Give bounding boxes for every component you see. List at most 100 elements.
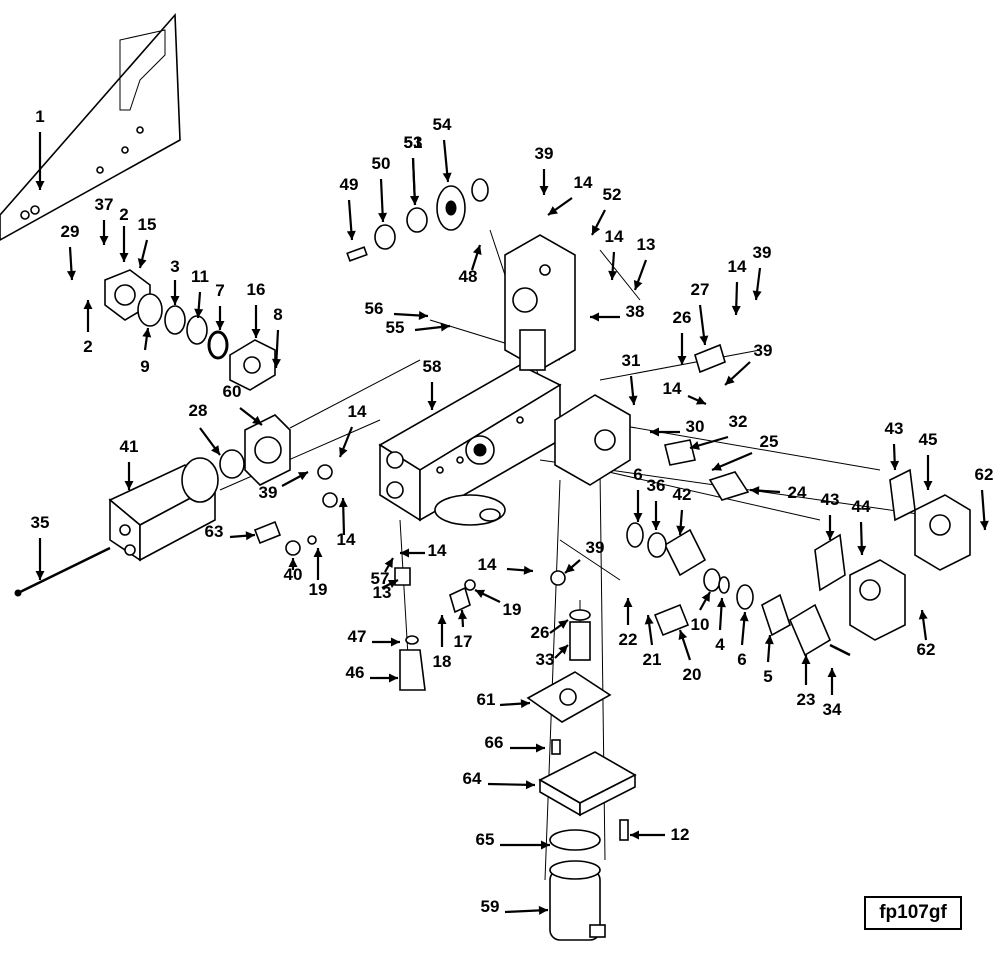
fitting-17 xyxy=(449,586,471,614)
callout-arrowhead xyxy=(857,545,867,555)
callout-25: 25 xyxy=(711,432,778,472)
callout-number: 14 xyxy=(728,257,747,276)
callout-number: 47 xyxy=(348,627,367,646)
callout-number: 45 xyxy=(919,430,938,449)
callout-number: 57 xyxy=(371,569,390,588)
callout-number: 63 xyxy=(205,522,224,541)
callout-arrowhead xyxy=(297,472,308,481)
callout-number: 8 xyxy=(273,305,282,324)
fitting-27 xyxy=(694,343,726,374)
callout-number: 26 xyxy=(673,308,692,327)
callout-number: 15 xyxy=(138,215,157,234)
callout-arrowhead xyxy=(346,230,356,240)
callout-arrowhead xyxy=(608,270,618,280)
callout-number: 6 xyxy=(737,650,746,669)
fitting-63 xyxy=(253,520,282,545)
parts-drawing xyxy=(0,12,971,941)
callout-arrowhead xyxy=(35,571,45,580)
callout-arrowhead xyxy=(194,308,204,318)
callout-number: 14 xyxy=(574,173,593,192)
callout-arrowhead xyxy=(539,186,549,195)
callout-number: 14 xyxy=(605,227,624,246)
callout-number: 26 xyxy=(531,623,550,642)
callout-44: 44 xyxy=(852,497,871,556)
callout-5: 5 xyxy=(763,634,774,686)
callout-39: 39 xyxy=(535,144,553,195)
callout-number: 39 xyxy=(754,341,773,360)
plug-39-b xyxy=(322,492,338,508)
valve-44 xyxy=(849,559,906,641)
callout-14: 14 xyxy=(663,379,707,406)
callout-number: 39 xyxy=(259,483,278,502)
gasket-plate-1 xyxy=(0,12,181,241)
callout-number: 27 xyxy=(691,280,710,299)
callout-arrowhead xyxy=(472,245,482,255)
callout-arrowhead xyxy=(66,270,76,280)
cylinder-33 xyxy=(569,621,591,661)
callout-15: 15 xyxy=(138,215,157,269)
manifold-body-58 xyxy=(378,364,562,522)
callout-2: 2 xyxy=(83,300,93,356)
callout-number: 37 xyxy=(95,195,114,214)
callout-number: 36 xyxy=(647,476,666,495)
callout-19: 19 xyxy=(474,589,521,619)
callout-number: 46 xyxy=(346,663,365,682)
callout-arrowhead xyxy=(83,300,93,309)
callout-49: 49 xyxy=(340,175,359,241)
fitting-13-lower xyxy=(394,567,411,586)
callout-number: 66 xyxy=(485,733,504,752)
callout-60: 60 xyxy=(223,382,263,426)
callout-number: 59 xyxy=(481,897,500,916)
callout-40: 40 xyxy=(284,558,303,584)
callout-48: 48 xyxy=(459,244,482,286)
callout-59: 59 xyxy=(481,897,549,916)
plate-43-upper xyxy=(889,468,916,522)
plug-39-a xyxy=(317,464,333,480)
callout-arrowhead xyxy=(410,195,420,205)
callout-21: 21 xyxy=(643,614,661,669)
callout-arrowhead xyxy=(525,780,535,790)
callout-arrowhead xyxy=(124,481,134,490)
plate-43-lower xyxy=(814,533,846,592)
callout-arrowhead xyxy=(651,521,661,530)
callout-46: 46 xyxy=(346,663,398,683)
callout-14: 14 xyxy=(337,497,356,549)
callout-arrowhead xyxy=(725,375,735,385)
callout-number: 13 xyxy=(373,583,392,602)
callout-arrowhead xyxy=(633,513,643,522)
callout-14: 14 xyxy=(478,555,534,575)
block-64-front xyxy=(579,773,636,817)
callout-arrowhead xyxy=(400,548,409,558)
o-ring-6-upper xyxy=(626,522,644,548)
callout-9: 9 xyxy=(140,327,152,376)
callout-52: 52 xyxy=(591,185,621,236)
callout-33: 33 xyxy=(536,644,569,669)
callout-number: 14 xyxy=(663,379,682,398)
callout-61: 61 xyxy=(477,690,531,709)
callout-arrowhead xyxy=(288,558,298,567)
callout-arrowhead xyxy=(251,329,261,338)
callout-57: 57 xyxy=(371,557,394,588)
callout-41: 41 xyxy=(120,437,138,490)
solenoid-23 xyxy=(788,603,832,657)
callout-53: 53 xyxy=(404,133,422,206)
callout-number: 24 xyxy=(788,483,807,502)
callout-arrowhead xyxy=(739,612,749,622)
callout-number: 49 xyxy=(340,175,359,194)
valve-45 xyxy=(914,494,971,571)
callout-arrowhead xyxy=(701,592,710,603)
callout-number: 40 xyxy=(284,565,303,584)
callout-number: 2 xyxy=(83,337,92,356)
callout-number: 13 xyxy=(637,235,656,254)
callout-arrowhead xyxy=(752,290,762,300)
callout-arrowhead xyxy=(677,356,687,365)
callout-arrowhead xyxy=(538,905,548,915)
callout-50: 50 xyxy=(372,154,390,223)
callout-36: 36 xyxy=(647,476,666,530)
callout-arrowhead xyxy=(628,395,638,405)
callout-number: 10 xyxy=(691,615,710,634)
gear-stack xyxy=(346,178,489,262)
filter-5 xyxy=(761,593,791,637)
callout-number: 43 xyxy=(885,419,904,438)
callout-number: 23 xyxy=(797,690,816,709)
